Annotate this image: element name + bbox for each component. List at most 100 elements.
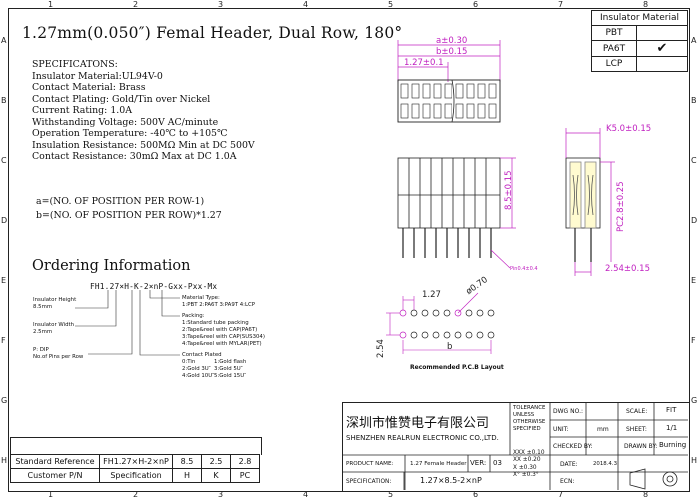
note-line: 4:Tape&reel with MYLAR(PET): [182, 341, 262, 347]
zone-right-b: B: [691, 96, 697, 105]
insulator-material-table: Insulator Material PBT PA6T✔ LCP: [591, 10, 688, 72]
product-name-value: 1.27 Female Header: [410, 461, 467, 467]
tol-value: XXX ±0.10: [513, 450, 545, 456]
unit-value: mm: [597, 426, 609, 433]
dim-pitch: 1.27±0.1: [404, 58, 444, 68]
spec-line: Contact Material: Brass: [32, 82, 146, 93]
checked-by-label: CHECKED BY:: [553, 443, 593, 450]
drawing-title: 1.27mm(0.050″) Femal Header, Dual Row, 1…: [22, 24, 403, 42]
title-block: [342, 402, 690, 492]
zone-right-g: G: [691, 396, 698, 405]
plating-1: 1:Gold flash: [214, 359, 247, 365]
scale-label: SCALE:: [626, 408, 648, 415]
dwg-no-label: DWG NO.:: [553, 408, 584, 415]
zone-bottom-6: 6: [473, 490, 479, 499]
std-ref-pc: 2.8: [230, 454, 260, 469]
connector-side-view: [565, 157, 601, 262]
connector-front-view: [397, 157, 501, 258]
pcb-pitch: 1.27: [422, 290, 441, 300]
specs-heading: SPECIFICATONS:: [32, 59, 118, 70]
tol-value: X° ±0.3°: [513, 472, 539, 479]
sheet-label: SHEET:: [626, 426, 647, 433]
zone-left-g: G: [1, 396, 8, 405]
zone-bottom-1: 1: [48, 490, 54, 499]
scale-value: FIT: [666, 406, 677, 414]
note-line: 1:Standard tube packing: [182, 320, 249, 326]
spec-line: Insulation Resistance: 500MΩ Min at DC 5…: [32, 139, 255, 151]
dim-pin-pitch: 2.54±0.15: [605, 264, 650, 274]
ver-label: VER:: [470, 459, 487, 467]
note-line: Material Type:: [182, 295, 220, 301]
zone-right-a: A: [691, 36, 697, 45]
sheet-value: 1/1: [666, 424, 678, 432]
tol-value: XX ±0.20: [513, 457, 541, 464]
product-name-label: PRODUCT NAME:: [346, 461, 394, 467]
zone-top-8: 8: [643, 0, 649, 9]
note-line: Contact Plated: [182, 352, 222, 358]
zone-top-4: 4: [303, 0, 309, 9]
formula-a: a=(NO. OF POSITION PER ROW-1): [36, 196, 205, 207]
note-material-type: Material Type: 1:PBT 2:PA6T 3:PA9T 4:LCP: [182, 295, 255, 309]
spec-line: Contact Resistance: 30mΩ Max at DC 1.0A: [32, 151, 237, 162]
note-insulator-height: Insulator Height 8.5mm: [33, 297, 76, 311]
zone-top-6: 6: [473, 0, 479, 9]
note-line: 1:PBT 2:PA6T 3:PA9T 4:LCP: [182, 302, 256, 308]
note-label: Insulator Height: [33, 297, 77, 303]
zone-left-h: H: [1, 456, 8, 465]
zone-right-c: C: [691, 156, 697, 165]
checkmark-icon: ✔: [656, 41, 668, 56]
ecn-label: ECN:: [560, 478, 575, 485]
note-packing: Packing: 1:Standard tube packing 2:Tape&…: [182, 313, 265, 348]
formula-b: b=(NO. OF POSITION PER ROW)*1.27: [36, 210, 222, 221]
zone-right-h: H: [691, 456, 698, 465]
note-line: 4:Gold 10U″5:Gold 15U″: [182, 373, 246, 380]
top-dimension-lines: [397, 40, 501, 82]
tolerance-values: XXX ±0.10 XX ±0.20 X ±0.30 X° ±0.3°: [513, 450, 545, 480]
plating-5: 5:Gold 15U″: [214, 373, 247, 379]
connector-top-view: [397, 79, 501, 123]
pcb-layout: [399, 309, 495, 339]
tol-value: X ±0.30: [513, 464, 537, 471]
unit-label: UNIT:: [553, 426, 569, 433]
zone-right-f: F: [691, 336, 696, 345]
specifications-block: SPECIFICATONS: Insulator Material:UL94V-…: [32, 59, 255, 163]
material-lcp-check[interactable]: [636, 56, 688, 72]
tol-line: SPECIFIED: [513, 426, 541, 432]
drawn-by-value: Burning: [659, 441, 687, 449]
zone-left-d: D: [1, 216, 8, 225]
plating-4: 4:Gold 10U″: [182, 373, 215, 379]
plating-3: 3:Gold 5U″: [214, 366, 243, 372]
note-pins: P: DIP No.of Pins per Row: [33, 347, 83, 361]
company-name-cn: 深圳市惟赞电子有限公司: [346, 416, 490, 431]
zone-top-5: 5: [388, 0, 394, 9]
zone-bottom-7: 7: [558, 490, 564, 499]
specification-label: SPECIFICATION:: [346, 479, 392, 485]
ordering-part-number: FH1.27×H-K-2×nP-Gxx-Pxx-Mx: [90, 282, 218, 291]
zone-top-2: 2: [133, 0, 139, 9]
zone-bottom-4: 4: [303, 490, 309, 499]
zone-left-c: C: [1, 156, 7, 165]
dim-a: a±0.30: [436, 36, 468, 46]
col-pc-label: PC: [230, 468, 260, 483]
formula-block: a=(NO. OF POSITION PER ROW-1) b=(NO. OF …: [36, 195, 222, 223]
note-line: 2:Tape&reel with CAP(PA6T): [182, 327, 258, 333]
note-label: P: DIP: [33, 347, 49, 353]
note-insulator-width: Insulator Width 2.5mm: [33, 322, 74, 336]
projection-symbol: [629, 468, 678, 490]
zone-bottom-3: 3: [218, 490, 224, 499]
zone-right-e: E: [691, 276, 697, 285]
zone-left-e: E: [1, 276, 7, 285]
zone-bottom-8: 8: [643, 490, 649, 499]
drawn-by-label: DRAWN BY:: [624, 443, 658, 450]
tol-line: OTHERWISE: [513, 419, 546, 425]
zone-right-d: D: [691, 216, 698, 225]
spec-line: Current Rating: 1.0A: [32, 105, 132, 116]
zone-bottom-2: 2: [133, 490, 139, 499]
zone-left-b: B: [1, 96, 7, 105]
spec-line: Operation Temperature: -40℃ to +105℃: [32, 128, 228, 139]
tol-line: TOLERANCE: [513, 405, 546, 411]
